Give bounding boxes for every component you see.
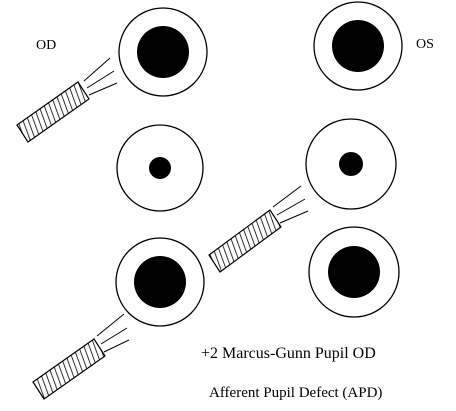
penlight-od-row-1 bbox=[16, 57, 118, 143]
os-eye-row-3 bbox=[308, 226, 400, 318]
light-ray bbox=[83, 57, 111, 82]
od-eye-row-2 bbox=[116, 124, 204, 212]
light-ray bbox=[96, 313, 125, 337]
light-ray bbox=[272, 185, 302, 208]
od-eye-row-1 bbox=[118, 7, 208, 97]
pupil-constricted bbox=[149, 157, 171, 179]
label-od: OD bbox=[36, 38, 56, 53]
light-ray bbox=[276, 198, 306, 216]
od-eye-row-3 bbox=[115, 237, 205, 327]
label-defect: Afferent Pupil Defect (APD) bbox=[209, 385, 382, 401]
penlight-body bbox=[32, 338, 106, 400]
penlight-body bbox=[16, 81, 90, 143]
os-eye-row-1 bbox=[313, 1, 403, 91]
os-eye-row-2 bbox=[305, 118, 397, 210]
row-2 bbox=[116, 118, 397, 273]
pupil-dilated bbox=[332, 20, 384, 72]
penlight-os-row-2 bbox=[208, 185, 309, 273]
light-ray bbox=[103, 339, 130, 353]
penlight-od-row-3 bbox=[32, 313, 130, 400]
pupil-dilated bbox=[134, 256, 186, 308]
light-ray bbox=[88, 82, 118, 96]
row-1 bbox=[16, 1, 403, 143]
pupil-dilated bbox=[137, 26, 189, 78]
pupil-constricted bbox=[339, 152, 363, 176]
label-os: OS bbox=[416, 37, 434, 52]
light-ray bbox=[86, 70, 115, 89]
penlight-body bbox=[208, 209, 282, 273]
light-ray bbox=[100, 327, 128, 345]
pupil-dilated bbox=[328, 246, 380, 298]
light-ray bbox=[279, 210, 309, 224]
label-grade: +2 Marcus-Gunn Pupil OD bbox=[201, 345, 376, 362]
row-3 bbox=[32, 226, 400, 400]
